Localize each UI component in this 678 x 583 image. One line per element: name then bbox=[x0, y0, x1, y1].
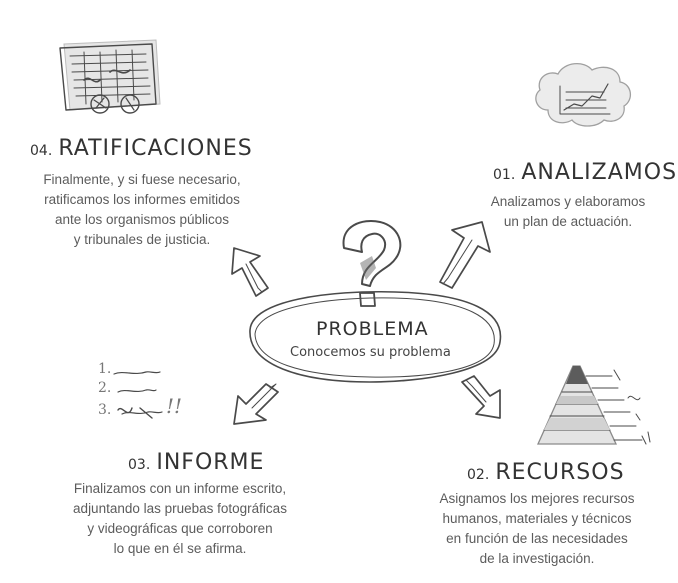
step-01-line: Analizamos y elaboramos bbox=[490, 194, 646, 209]
arrow-to-recursos-icon bbox=[461, 375, 501, 419]
arrow-to-ratificaciones-icon bbox=[231, 247, 269, 297]
step-03-heading: 03. INFORME bbox=[128, 450, 264, 475]
pyramid-icon bbox=[536, 365, 651, 445]
step-03-line: lo que en él se afirma. bbox=[113, 541, 247, 556]
step-02-description: Asignamos los mejores recursos humanos, … bbox=[412, 489, 662, 569]
checklist-number-3: 3. bbox=[98, 402, 112, 418]
step-02-line: de la investigación. bbox=[479, 551, 595, 566]
cloud-chart-icon bbox=[535, 63, 631, 127]
step-01-description: Analizamos y elaboramos un plan de actua… bbox=[478, 192, 658, 232]
step-02-line: en función de las necesidades bbox=[446, 531, 628, 546]
step-04-heading: 04. RATIFICACIONES bbox=[30, 136, 253, 161]
checklist-icon bbox=[113, 371, 163, 419]
step-04-line: y tribunales de justicia. bbox=[73, 232, 211, 247]
step-03-line: y videográficas que corroboren bbox=[87, 521, 273, 536]
checklist-number-1: 1. bbox=[98, 361, 112, 377]
center-subtitle: Conocemos su problema bbox=[290, 345, 451, 360]
step-03-line: Finalizamos con un informe escrito, bbox=[73, 481, 287, 496]
step-03-title: INFORME bbox=[156, 450, 265, 475]
step-04-line: ratificamos los informes emitidos bbox=[44, 192, 240, 207]
checklist-number-2: 2. bbox=[98, 380, 112, 396]
step-02-title: RECURSOS bbox=[495, 460, 625, 485]
center-title: PROBLEMA bbox=[316, 318, 429, 340]
problem-oval bbox=[249, 290, 502, 383]
step-02-line: Asignamos los mejores recursos bbox=[439, 491, 635, 506]
arrow-to-analizamos-icon bbox=[439, 221, 491, 289]
question-mark-icon bbox=[342, 220, 402, 307]
step-01-line: un plan de actuación. bbox=[503, 214, 633, 229]
checklist-exclamation: !! bbox=[166, 394, 183, 418]
arrow-to-informe-icon bbox=[233, 383, 279, 425]
step-02-heading: 02. RECURSOS bbox=[467, 460, 625, 485]
step-04-line: Finalmente, y si fuese necesario, bbox=[43, 172, 241, 187]
step-01-title: ANALIZAMOS bbox=[521, 160, 678, 185]
step-03-number: 03. bbox=[128, 457, 151, 473]
step-04-line: ante los organismos públicos bbox=[54, 212, 230, 227]
step-03-description: Finalizamos con un informe escrito, adju… bbox=[50, 479, 310, 559]
step-04-title: RATIFICACIONES bbox=[58, 136, 253, 161]
step-01-heading: 01. ANALIZAMOS bbox=[493, 160, 677, 185]
step-04-description: Finalmente, y si fuese necesario, ratifi… bbox=[12, 170, 272, 250]
step-02-number: 02. bbox=[467, 467, 490, 483]
step-01-number: 01. bbox=[493, 167, 516, 183]
step-02-line: humanos, materiales y técnicos bbox=[442, 511, 632, 526]
step-03-line: adjuntando las pruebas fotográficas bbox=[73, 501, 287, 516]
step-04-number: 04. bbox=[30, 143, 53, 159]
presentation-board-icon bbox=[59, 39, 161, 114]
